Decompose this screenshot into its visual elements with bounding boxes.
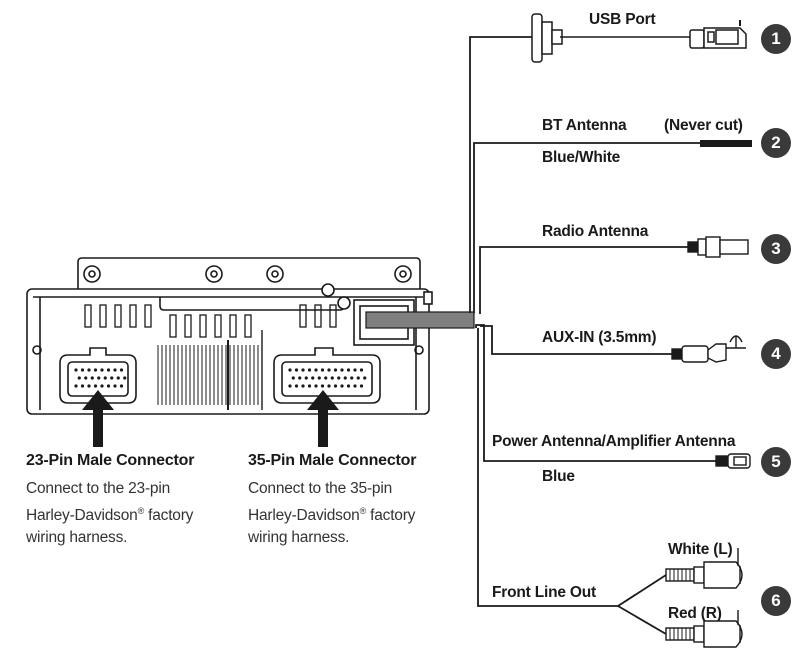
never-cut-note: (Never cut) <box>664 117 743 134</box>
pin-dot <box>97 376 101 380</box>
badge-2: 2 <box>761 128 791 158</box>
connector-35-title: 35-Pin Male Connector <box>248 452 417 469</box>
pin-dot <box>333 384 338 388</box>
head-unit <box>26 257 433 415</box>
pin-dot <box>288 368 292 372</box>
pin-dot <box>333 368 338 372</box>
power-antenna-label: Power Antenna/Amplifier Antenna <box>492 433 736 450</box>
front-line-out-label: Front Line Out <box>492 584 596 601</box>
pin-dot <box>307 384 312 388</box>
pin-dot <box>330 376 334 380</box>
arrow-23-pin <box>82 390 114 447</box>
usb-port-icon <box>531 13 747 63</box>
radio-antenna-label: Radio Antenna <box>542 223 649 240</box>
pin-dot <box>340 384 344 388</box>
pin-dot <box>340 368 344 372</box>
badge-5: 5 <box>761 447 791 477</box>
badge-4: 4 <box>761 339 791 369</box>
pin-dot <box>123 376 127 380</box>
pin-dot <box>84 376 88 380</box>
pin-dot <box>100 368 104 372</box>
badge-1: 1 <box>761 24 791 54</box>
connector-pins <box>74 368 367 388</box>
pin-dot <box>291 376 295 380</box>
connector-35-description: Connect to the 35-pin Harley-Davidson® f… <box>248 480 416 547</box>
pin-dot <box>301 368 305 372</box>
pin-dot <box>119 384 124 388</box>
pin-dot <box>80 384 85 388</box>
pin-dot <box>119 368 124 372</box>
pin-dot <box>93 368 98 372</box>
pin-dot <box>80 368 85 372</box>
pin-dot <box>311 376 315 380</box>
pin-dot <box>116 376 120 380</box>
pin-dot <box>314 368 318 372</box>
pin-dot <box>298 376 302 380</box>
pin-dot <box>100 384 104 388</box>
pin-dot <box>346 368 351 372</box>
wires <box>469 36 716 635</box>
pin-dot <box>93 384 98 388</box>
pin-dot <box>74 384 78 388</box>
pin-dot <box>106 384 111 388</box>
pin-dot <box>110 376 114 380</box>
pin-dot <box>327 384 331 388</box>
pin-dot <box>90 376 94 380</box>
cable-trunk <box>365 311 475 329</box>
pin-dot <box>359 384 364 388</box>
pin-dot <box>359 368 364 372</box>
pin-dot <box>343 376 347 380</box>
pin-dot <box>363 376 367 380</box>
usb-port-label: USB Port <box>589 11 656 28</box>
pin-dot <box>301 384 305 388</box>
bt-antenna-end-icon <box>700 140 752 147</box>
pin-dot <box>87 384 91 388</box>
pin-dot <box>294 384 299 388</box>
pin-dot <box>350 376 354 380</box>
pin-dot <box>320 384 325 388</box>
pin-dot <box>307 368 312 372</box>
pin-dot <box>113 368 117 372</box>
pin-dot <box>320 368 325 372</box>
connector-35-pin <box>273 347 381 404</box>
pin-dot <box>353 384 357 388</box>
power-antenna-plug-icon <box>715 453 751 469</box>
radio-antenna-plug-icon <box>687 236 749 258</box>
badge-6: 6 <box>761 586 791 616</box>
pin-dot <box>113 384 117 388</box>
connector-23-description: Connect to the 23-pin Harley-Davidson® f… <box>26 480 194 547</box>
pin-dot <box>106 368 111 372</box>
white-left-label: White (L) <box>668 541 733 558</box>
pin-dot <box>337 376 341 380</box>
aux-in-label: AUX-IN (3.5mm) <box>542 329 657 346</box>
pin-dot <box>103 376 107 380</box>
pin-dot <box>77 376 81 380</box>
pin-dot <box>74 368 78 372</box>
pin-dot <box>324 376 328 380</box>
red-right-label: Red (R) <box>668 605 722 622</box>
rca-plug-white-icon <box>665 548 743 589</box>
pin-dot <box>346 384 351 388</box>
connector-23-title: 23-Pin Male Connector <box>26 452 195 469</box>
pin-dot <box>304 376 308 380</box>
pin-dot <box>353 368 357 372</box>
arrow-35-pin <box>307 390 339 447</box>
pin-dot <box>327 368 331 372</box>
bt-wire-color: Blue/White <box>542 149 621 166</box>
aux-jack-icon <box>671 335 746 363</box>
pin-dot <box>294 368 299 372</box>
pin-dot <box>356 376 360 380</box>
pin-dot <box>87 368 91 372</box>
mounting-screws <box>83 265 412 283</box>
badge-3: 3 <box>761 234 791 264</box>
pin-dot <box>288 384 292 388</box>
pin-dot <box>314 384 318 388</box>
pin-dot <box>317 376 321 380</box>
rca-plug-red-icon <box>665 610 743 648</box>
power-antenna-wire-color: Blue <box>542 468 575 485</box>
bt-antenna-label: BT Antenna <box>542 117 627 134</box>
